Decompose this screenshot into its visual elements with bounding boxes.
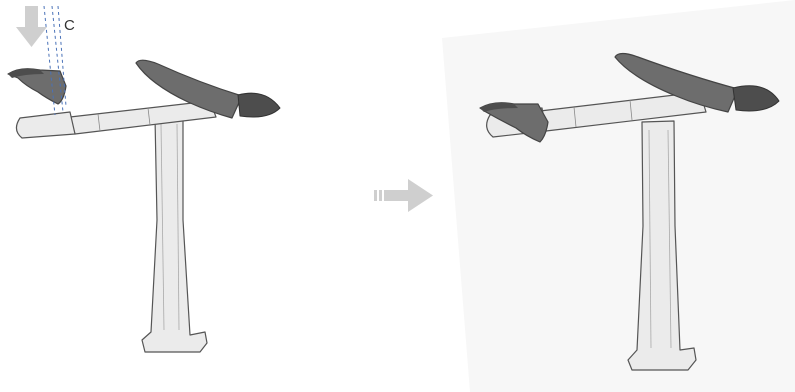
arm-end-cap [16,112,75,138]
saddle-long-tip [238,93,280,117]
right-arrow-icon [374,179,433,212]
horizontal-arm [70,101,216,134]
before-assembly: C [8,6,280,352]
down-arrow-icon [16,6,47,47]
stand-pole [142,117,207,352]
dimension-label-c: C [64,17,75,34]
